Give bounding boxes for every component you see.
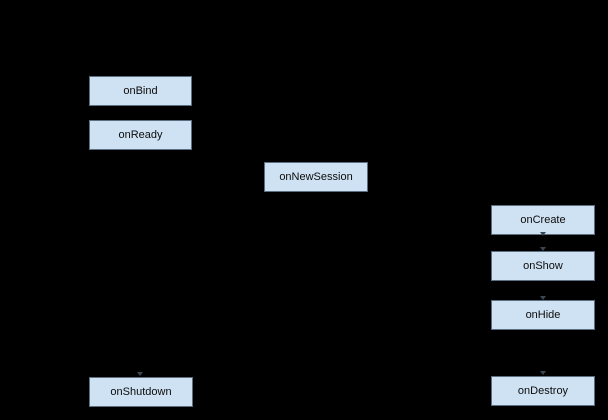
node-onshutdown: onShutdown xyxy=(89,377,193,407)
arrowhead-tip-icon xyxy=(137,372,143,376)
node-onready: onReady xyxy=(89,120,192,150)
arrowhead-tip-icon xyxy=(540,296,546,300)
node-onbind: onBind xyxy=(89,76,192,106)
arrowhead-tip-icon xyxy=(540,247,546,251)
node-onhide: onHide xyxy=(491,300,595,330)
node-ondestroy: onDestroy xyxy=(491,376,595,406)
node-onnewsession: onNewSession xyxy=(264,162,368,192)
arrowhead-tip-icon xyxy=(540,371,546,375)
node-onshow: onShow xyxy=(491,251,595,281)
arrowhead-tip-icon xyxy=(540,232,546,236)
node-oncreate: onCreate xyxy=(491,205,595,235)
